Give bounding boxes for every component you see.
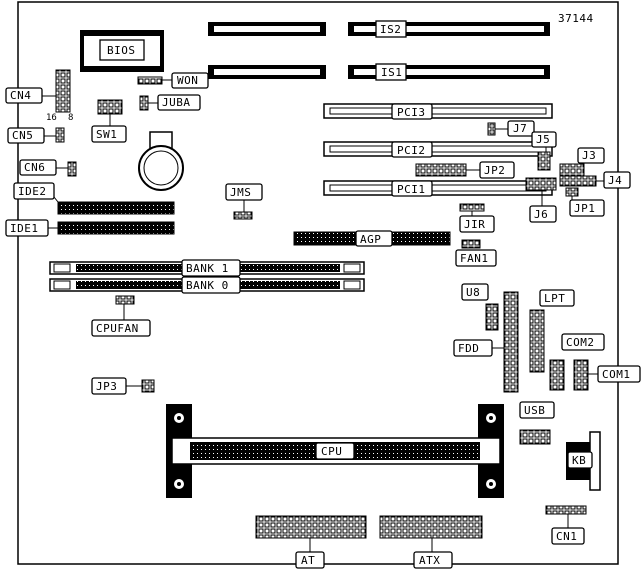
fdd-label: FDD [458, 342, 479, 355]
j4-label: J4 [608, 174, 622, 187]
pci-slot-1: PCI1 [323, 180, 553, 197]
sw1-label: SW1 [96, 128, 117, 141]
jp3-label: JP3 [96, 380, 117, 393]
j3-jumper: J3 [559, 147, 605, 177]
ide1-connector: IDE1 [5, 219, 175, 237]
cpufan-label: CPUFAN [96, 322, 139, 335]
fan1-label: FAN1 [460, 252, 489, 265]
at-power-connector: AT [255, 515, 367, 569]
lpt-label: LPT [544, 292, 565, 305]
kb-label: KB [572, 454, 586, 467]
is1-label: IS1 [381, 66, 402, 79]
agp-label: AGP [360, 233, 381, 246]
battery-icon [138, 131, 184, 191]
sw1-switch: SW1 [91, 99, 127, 143]
atx-label: ATX [419, 554, 440, 567]
cn4-label: CN4 [10, 89, 31, 102]
won-connector: WON [137, 72, 209, 89]
j5-jumper: J5 [531, 131, 557, 171]
cn5-connector: CN5 [7, 127, 65, 144]
dimm-bank-1: BANK 1 [49, 259, 365, 277]
ide2-connector: IDE2 [13, 182, 175, 215]
j3-label: J3 [582, 149, 596, 162]
usb-connector: USB [519, 401, 555, 445]
atx-power-connector: ATX [379, 515, 483, 569]
at-label: AT [301, 554, 315, 567]
cn1-label: CN1 [556, 530, 577, 543]
jms-jumper: JMS [225, 183, 263, 220]
jp1-jumper: JP1 [565, 187, 605, 217]
is2-label: IS2 [380, 23, 401, 36]
cn5-label: CN5 [12, 129, 33, 142]
cn6-connector: CN6 [19, 159, 77, 177]
pci-slot-2: PCI2 [323, 141, 553, 158]
jp2-label: JP2 [484, 164, 505, 177]
dimm-bank-0: BANK 0 [49, 276, 365, 294]
bank1-label: BANK 1 [186, 262, 229, 275]
isa-slot-2: IS2 [208, 20, 550, 38]
fan1-connector: FAN1 [455, 239, 497, 267]
cpufan-connector: CPUFAN [91, 295, 151, 337]
cn4-connector: CN4 16 8 [5, 69, 73, 123]
com2-connector: COM2 [549, 333, 605, 391]
pci2-label: PCI2 [397, 144, 426, 157]
won-label: WON [177, 74, 198, 87]
bank0-label: BANK 0 [186, 279, 229, 292]
juba-label: JUBA [162, 96, 191, 109]
jp1-label: JP1 [574, 202, 595, 215]
ide1-label: IDE1 [10, 222, 39, 235]
board-id: 37144 [558, 12, 594, 25]
u8-chip: U8 [461, 283, 499, 331]
lpt-connector: LPT [529, 289, 575, 373]
j6-jumper: J6 [525, 177, 557, 223]
cn4-pin16: 16 [46, 113, 57, 123]
bios-chip: BIOS [80, 30, 164, 72]
jir-label: JIR [464, 218, 485, 231]
cpu-slot: CPU [166, 404, 504, 498]
u8-label: U8 [466, 286, 480, 299]
jms-label: JMS [230, 186, 251, 199]
j7-label: J7 [513, 122, 527, 135]
pci-slot-3: PCI3 [323, 103, 553, 120]
pci1-label: PCI1 [397, 183, 426, 196]
com1-connector: COM1 [573, 359, 641, 391]
cn4-pin8: 8 [68, 113, 73, 123]
cpu-label: CPU [321, 445, 342, 458]
j4-jumper: J4 [559, 171, 631, 189]
ide2-label: IDE2 [18, 185, 47, 198]
juba-jumper: JUBA [139, 94, 201, 111]
isa-slot-1: IS1 [208, 63, 550, 81]
cn6-label: CN6 [24, 161, 45, 174]
jp3-jumper: JP3 [91, 377, 155, 395]
pci3-label: PCI3 [397, 106, 426, 119]
j7-jumper: J7 [487, 120, 535, 137]
cn1-connector: CN1 [545, 505, 587, 545]
usb-label: USB [524, 404, 545, 417]
fdd-connector: FDD [453, 291, 519, 393]
agp-slot: AGP [293, 230, 451, 247]
kb-connector: KB [566, 431, 601, 491]
jir-jumper: JIR [459, 203, 495, 233]
j6-label: J6 [534, 208, 548, 221]
com2-label: COM2 [566, 336, 595, 349]
bios-label: BIOS [107, 44, 136, 57]
com1-label: COM1 [602, 368, 631, 381]
jp2-jumper: JP2 [415, 161, 515, 179]
j5-label: J5 [536, 133, 550, 146]
